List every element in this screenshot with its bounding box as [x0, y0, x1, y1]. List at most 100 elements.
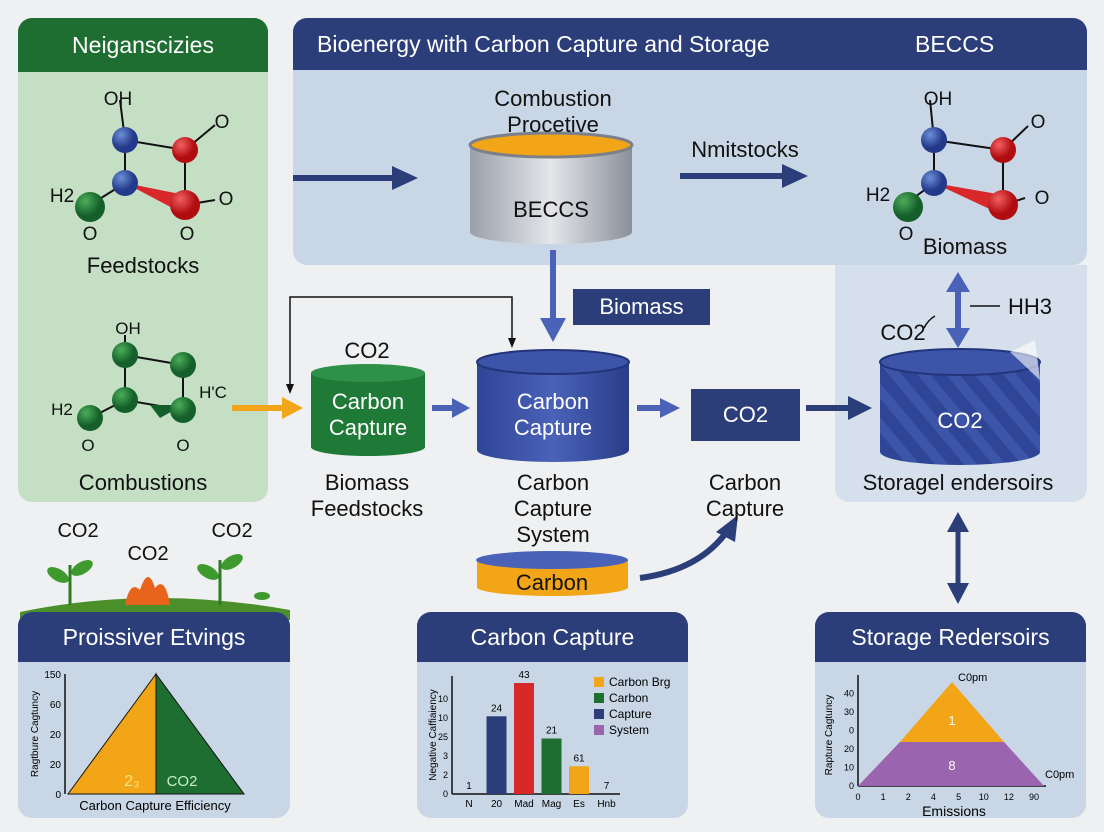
y-tick-label: 2 — [443, 770, 448, 780]
y-tick-label: 150 — [44, 670, 61, 681]
molecule-combustions — [77, 335, 196, 431]
y-tick-label: 10 — [438, 694, 448, 704]
bar — [514, 683, 534, 794]
atom-label: O — [898, 224, 914, 245]
legend-label: Carbon Brg — [609, 675, 670, 689]
bar-data-label: 21 — [546, 726, 558, 737]
legend-label: System — [609, 723, 649, 737]
annotation: C0pm — [958, 672, 987, 684]
molecule-biomass — [893, 99, 1029, 222]
atom-label: O — [81, 436, 95, 455]
molecule-caption: Combustions — [78, 470, 208, 495]
co2-box: CO2 — [691, 389, 800, 441]
combustion-label: Combustion Procetive — [494, 86, 612, 137]
region-label: 2₃ — [124, 773, 139, 790]
x-tick-label: 4 — [931, 792, 936, 802]
atom-label: O — [214, 112, 230, 133]
storage-cylinder-label: CO2 — [937, 408, 983, 433]
carbon-cylinder — [476, 551, 628, 596]
x-tick-label: 90 — [1029, 792, 1039, 802]
y-tick-label: 30 — [844, 707, 854, 717]
y-tick-label: 0 — [443, 789, 448, 799]
y-tick-label: 10 — [438, 713, 448, 723]
molecule-feedstocks — [75, 99, 216, 222]
arrow-label: Nmitstocks — [691, 137, 799, 162]
atom-label: H2 — [51, 400, 73, 419]
storage-co2-label: CO2 — [880, 320, 926, 345]
atom-label: O — [179, 224, 195, 245]
y-axis-label: Ragtbure Cagtuncy — [30, 691, 41, 777]
bottom-panel-title: Storage Redersoirs — [815, 612, 1086, 662]
x-tick-label: Mag — [542, 799, 561, 810]
x-axis-label: Carbon Capture Efficiency — [79, 798, 231, 813]
y-tick-label: 10 — [844, 763, 854, 773]
x-tick-label: 1 — [881, 792, 886, 802]
molecule-caption: Feedstocks — [86, 253, 200, 278]
x-tick-label: Es — [573, 799, 585, 810]
combustion-cylinder — [468, 131, 634, 244]
x-tick-label: Mad — [514, 799, 533, 810]
bar-data-label: 43 — [518, 670, 530, 681]
blue-cylinder-caption: Carbon Capture System — [513, 470, 593, 547]
y-axis-label: Rapture Cagtuncy — [824, 695, 835, 776]
beccs-badge: BECCS — [915, 30, 995, 57]
atom-label: OH — [115, 319, 141, 338]
legend-swatch — [594, 709, 604, 719]
beccs-panel-header: Bioenergy with Carbon Capture and Storag… — [293, 18, 1087, 70]
chart-band-lower — [858, 742, 1044, 786]
y-tick-label: 20 — [50, 730, 62, 741]
beccs-panel-title: Bioenergy with Carbon Capture and Storag… — [317, 30, 770, 57]
bar-data-label: 24 — [491, 703, 503, 714]
x-axis-label: Emissions — [922, 803, 986, 819]
y-axis-label: Negative Caffiaiency — [428, 689, 439, 781]
y-tick-label: 0 — [55, 790, 61, 801]
y-tick-label: 25 — [438, 732, 448, 742]
bar — [569, 766, 589, 794]
green-cylinder-label: Carbon Capture — [328, 389, 408, 440]
x-tick-label: 5 — [956, 792, 961, 802]
carbon-cylinder-label: Carbon — [515, 570, 589, 595]
bar-data-label: 61 — [573, 753, 585, 764]
band-label: 1 — [948, 713, 955, 728]
band-label: 8 — [948, 758, 955, 773]
annotation: C0pm — [1045, 769, 1074, 781]
x-tick-label: 2 — [906, 792, 911, 802]
chart-region-right — [155, 672, 245, 795]
chart-band-upper — [900, 682, 1004, 742]
legend-swatch — [594, 693, 604, 703]
feedstock-panel-title: Neiganscizies — [18, 18, 268, 72]
green-cylinder-top-label: CO2 — [344, 338, 390, 363]
x-tick-label: 10 — [979, 792, 989, 802]
region-label: CO2 — [167, 773, 198, 790]
x-tick-label: 20 — [491, 799, 503, 810]
bar — [486, 716, 507, 794]
bar — [541, 738, 562, 794]
chart-region-left — [67, 672, 157, 795]
y-tick-label: 20 — [844, 744, 854, 754]
storage-hh-label: HH3 — [1007, 294, 1053, 319]
y-tick-label: 3 — [443, 751, 448, 761]
feedstock-panel: Neiganscizies — [18, 18, 268, 502]
legend-swatch — [594, 725, 604, 735]
x-tick-label: 0 — [855, 792, 860, 802]
y-tick-label: 0 — [849, 781, 854, 791]
beccs-panel: Bioenergy with Carbon Capture and Storag… — [293, 18, 1087, 265]
plant-co2-label: CO2 — [127, 543, 169, 565]
plant-co2-label: CO2 — [211, 520, 253, 542]
atom-label: H2 — [49, 186, 75, 207]
bottom-panel-title: Carbon Capture — [417, 612, 688, 662]
bottom-panel-title: Proissiver Etvings — [18, 612, 290, 662]
molecule-caption: Biomass — [922, 234, 1008, 259]
atom-label: OH — [923, 89, 953, 110]
atom-label: O — [176, 436, 190, 455]
blue-cylinder-label: Carbon Capture — [513, 389, 593, 440]
atom-label: O — [218, 189, 234, 210]
atom-label: OH — [103, 89, 133, 110]
legend-label: Capture — [609, 707, 652, 721]
atom-label: H2 — [865, 185, 891, 206]
flow-arrows — [232, 164, 1000, 604]
storage-caption: Storagel endersoirs — [862, 470, 1054, 495]
bar-data-label: 1 — [466, 781, 472, 792]
